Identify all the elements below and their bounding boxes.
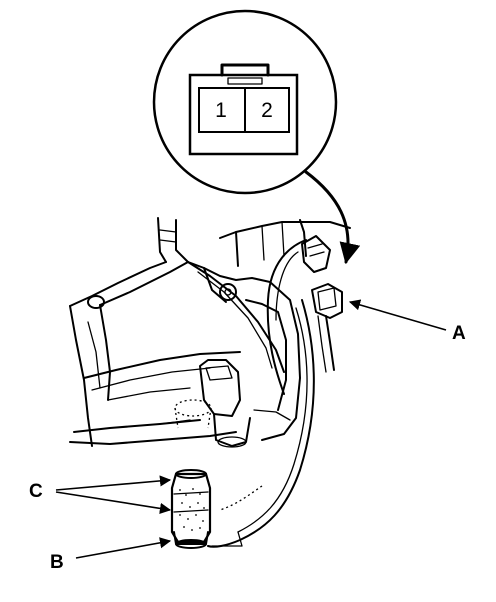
terminal-cavity-2 bbox=[244, 87, 290, 133]
callout-label-c: C bbox=[29, 481, 43, 502]
callout-a-group: A bbox=[348, 299, 466, 344]
connector-a bbox=[311, 283, 343, 373]
evaporator-temperature-sensor bbox=[170, 469, 212, 549]
callout-a-arrow bbox=[348, 299, 447, 331]
connector-lock-tab bbox=[220, 63, 270, 77]
inset-pointer-arrow bbox=[304, 170, 361, 265]
connector-inset: 1 2 bbox=[152, 9, 338, 195]
callout-c-arrow-lower bbox=[55, 491, 172, 514]
callout-b-group: B bbox=[50, 537, 172, 573]
pin-1-label: 1 bbox=[215, 99, 227, 122]
callout-c-group: C bbox=[29, 475, 172, 514]
sensor-stipple bbox=[179, 488, 205, 531]
evaporator-assembly-illustration bbox=[69, 217, 351, 548]
sensor-tip bbox=[173, 531, 209, 545]
pin-2-label: 2 bbox=[261, 99, 273, 122]
callout-label-b: B bbox=[50, 552, 64, 573]
callout-c-arrow-upper bbox=[55, 475, 172, 491]
terminal-cavity-1 bbox=[198, 87, 246, 133]
callout-b-arrow bbox=[75, 537, 172, 559]
callout-label-a: A bbox=[452, 323, 466, 344]
